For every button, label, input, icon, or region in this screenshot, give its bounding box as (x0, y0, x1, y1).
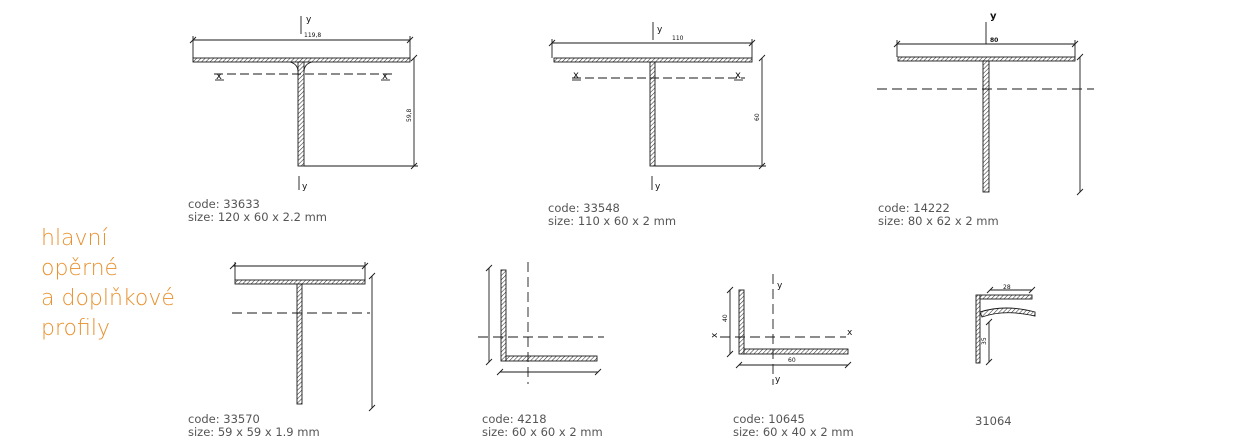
profile-33548-code: code: 33548 (548, 201, 620, 215)
profile-33633-axis-y-top: y (306, 15, 312, 25)
profile-4218-vertical-leg (500, 269, 507, 362)
profile-31064-top-leg (979, 294, 1033, 300)
profile-10645-vertical-leg (738, 289, 745, 355)
profile-31064-vertical-leg (975, 294, 981, 364)
profile-33570-drawing (229, 262, 376, 412)
profile-31064-label: 31064 (975, 414, 1012, 428)
profile-33633-drawing: 119,8 59,8 y y x x (189, 15, 418, 192)
profile-4218-drawing (478, 262, 604, 384)
title-line-1: hlavní (41, 226, 108, 251)
profile-14222-axis-y-top: y (990, 11, 997, 22)
profile-33548-flange (553, 57, 753, 63)
profile-10645-code: code: 10645 (733, 412, 805, 426)
title-line-2: opěrné (41, 256, 119, 281)
profile-33570-caption: code: 33570 size: 59 x 59 x 1.9 mm (188, 413, 320, 439)
profile-33633-dim-width-label: 119,8 (304, 32, 321, 39)
profile-14222-size: size: 80 x 62 x 2 mm (878, 214, 999, 228)
profile-33570-code: code: 33570 (188, 412, 260, 426)
profile-10645-drawing: 40 60 y y x x (710, 274, 853, 385)
profile-10645-caption: code: 10645 size: 60 x 40 x 2 mm (733, 413, 854, 439)
profile-31064-dim-height-label: 35 (981, 337, 988, 345)
profile-10645-dim-width-label: 60 (788, 357, 796, 364)
profile-10645-axis-x-right: x (847, 328, 853, 338)
title-line-4: profily (41, 316, 110, 341)
profile-33633-dim-height-label: 59,8 (406, 108, 413, 122)
profile-33548-size: size: 110 x 60 x 2 mm (548, 214, 677, 228)
profile-33548-dim-height-label: 60 (754, 113, 761, 121)
profile-33633-axis-x-right: x (382, 71, 388, 82)
profile-33548-axis-x-right: x (735, 70, 741, 81)
profile-14222-flange (897, 56, 1076, 62)
profile-14222-code: code: 14222 (878, 201, 950, 215)
section-title: hlavní opěrné a doplňkové profily (41, 224, 175, 344)
profile-33633-fillet (289, 61, 313, 73)
profile-33548-drawing: 110 60 y y x x (548, 22, 766, 192)
profile-4218-caption: code: 4218 size: 60 x 60 x 2 mm (482, 413, 603, 439)
profile-10645-dim-height-label: 40 (722, 314, 729, 322)
profile-33570-size: size: 59 x 59 x 1.9 mm (188, 425, 320, 439)
profile-33548-axis-y-top: y (657, 25, 663, 35)
profile-10645-size: size: 60 x 40 x 2 mm (733, 425, 854, 439)
profile-4218-code: code: 4218 (482, 412, 547, 426)
profile-33548-web (649, 61, 656, 167)
profile-14222-caption: code: 14222 size: 80 x 62 x 2 mm (878, 202, 999, 228)
profile-14222-web (982, 60, 990, 193)
profile-33548-dim-width-label: 110 (672, 35, 684, 42)
profile-31064-caption: 31064 (975, 415, 1012, 428)
profile-33633-axis-x-left: x (216, 71, 222, 82)
profile-33548-axis-y-bottom: y (655, 182, 661, 192)
profile-33633-web (297, 61, 305, 167)
profile-10645-horizontal-leg (743, 348, 849, 355)
profile-10645-axis-y-top: y (777, 281, 783, 291)
profile-4218-horizontal-leg (505, 355, 598, 362)
profile-4218-size: size: 60 x 60 x 2 mm (482, 425, 603, 439)
profile-14222-drawing: 80 y (877, 11, 1094, 196)
profile-33570-web (296, 283, 303, 405)
profile-33570-flange (234, 279, 366, 285)
profile-33548-caption: code: 33548 size: 110 x 60 x 2 mm (548, 202, 676, 228)
profile-10645-axis-x-left: x (710, 332, 720, 338)
profile-31064-lip (979, 307, 1036, 318)
title-line-3: a doplňkové (41, 286, 175, 311)
profile-33633-axis-y-bottom: y (302, 182, 308, 192)
profile-10645-axis-y-bottom: y (775, 375, 781, 385)
profile-33548-axis-x-left: x (573, 70, 579, 81)
profile-33633-code: code: 33633 (188, 197, 260, 211)
profile-33633-flange (192, 57, 411, 63)
profile-33633-size: size: 120 x 60 x 2.2 mm (188, 210, 327, 224)
profile-33633-caption: code: 33633 size: 120 x 60 x 2.2 mm (188, 198, 327, 224)
profile-31064-dim-width-label: 28 (1003, 284, 1011, 291)
profile-14222-dim-width-label: 80 (990, 37, 998, 44)
profile-31064-drawing: 28 35 (975, 284, 1036, 366)
